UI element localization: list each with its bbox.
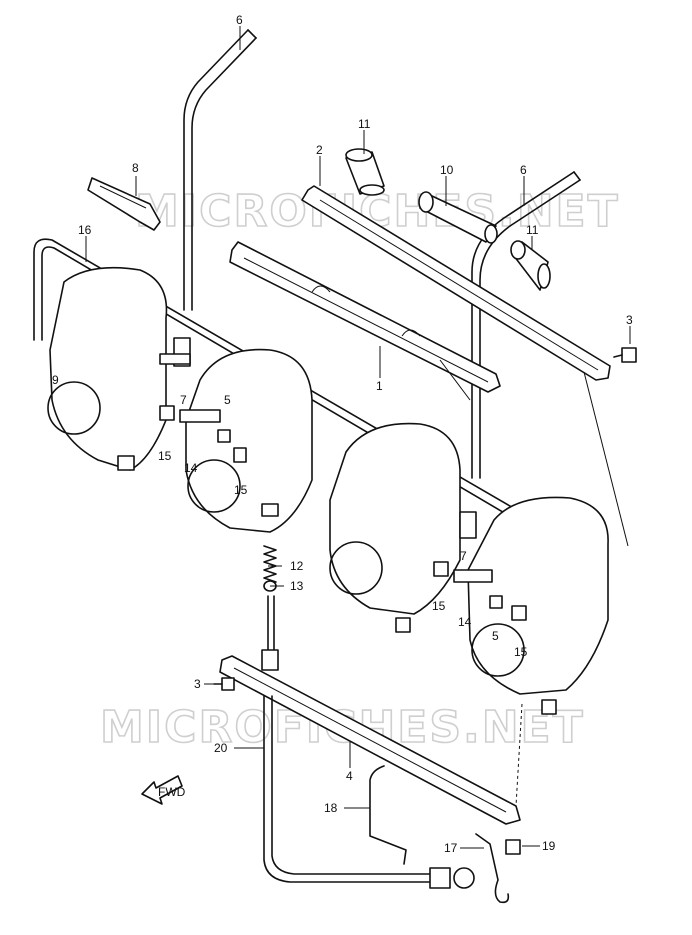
part-label-15: 15: [514, 645, 528, 659]
part-label-11: 11: [526, 223, 539, 237]
screw-part-19: [505, 839, 521, 855]
part-label-14: 14: [184, 461, 198, 475]
part-label-2: 2: [316, 143, 323, 157]
part-label-5: 5: [224, 393, 231, 407]
part-label-7: 7: [180, 393, 187, 407]
adjust-screw: [261, 595, 279, 671]
part-label-18: 18: [324, 801, 338, 815]
part-label-12: 12: [290, 559, 304, 573]
plate-part-2: [301, 185, 611, 381]
clip-part-17: [475, 833, 510, 904]
part-label-7: 7: [460, 549, 467, 563]
carburetor-3: [329, 422, 461, 633]
part-label-14: 14: [458, 615, 472, 629]
part-label-3: 3: [194, 677, 201, 691]
vent-pipe-right: [471, 171, 581, 479]
spring-part-12: [263, 545, 277, 583]
part-label-16: 16: [78, 223, 92, 237]
plate-part-1: [229, 241, 501, 393]
part-label-6: 6: [236, 13, 243, 27]
rod-part-18: [369, 765, 407, 865]
part-label-8: 8: [132, 161, 139, 175]
part-label-1: 1: [376, 379, 383, 393]
fitting-15-14-5-left: [159, 405, 247, 463]
part-label-15: 15: [158, 449, 172, 463]
part-label-3: 3: [626, 313, 633, 327]
fitting-7-left: [159, 337, 191, 367]
fitting-15-14-5-right: [433, 561, 527, 621]
cap-part-10: [418, 191, 498, 244]
part-label-19: 19: [542, 839, 556, 853]
part-label-10: 10: [440, 163, 454, 177]
carburetor-4: [467, 496, 609, 715]
fwd-label: FWD: [158, 785, 186, 799]
part-label-4: 4: [346, 769, 353, 783]
part-label-5: 5: [492, 629, 499, 643]
part-label-6: 6: [520, 163, 527, 177]
cap-part-11-right: [510, 240, 551, 291]
cable-part-20: [263, 695, 475, 889]
bracket-part-8: [87, 177, 161, 231]
part-label-9: 9: [52, 373, 59, 387]
bracket-part-4: [219, 655, 521, 825]
fitting-7-right: [459, 511, 477, 539]
screw-part-3-top: [613, 347, 637, 363]
part-label-17: 17: [444, 841, 458, 855]
part-label-15: 15: [432, 599, 446, 613]
leader-lines: [85, 26, 631, 849]
part-label-11: 11: [358, 117, 371, 131]
part-label-20: 20: [214, 741, 228, 755]
part-label-13: 13: [290, 579, 304, 593]
cap-part-11-top: [345, 148, 385, 196]
vent-pipe-left: [183, 29, 257, 311]
fwd-arrow-icon: [141, 775, 183, 805]
part-label-15: 15: [234, 483, 248, 497]
carburetor-1: [47, 266, 168, 471]
carburetor-2: [185, 348, 313, 533]
